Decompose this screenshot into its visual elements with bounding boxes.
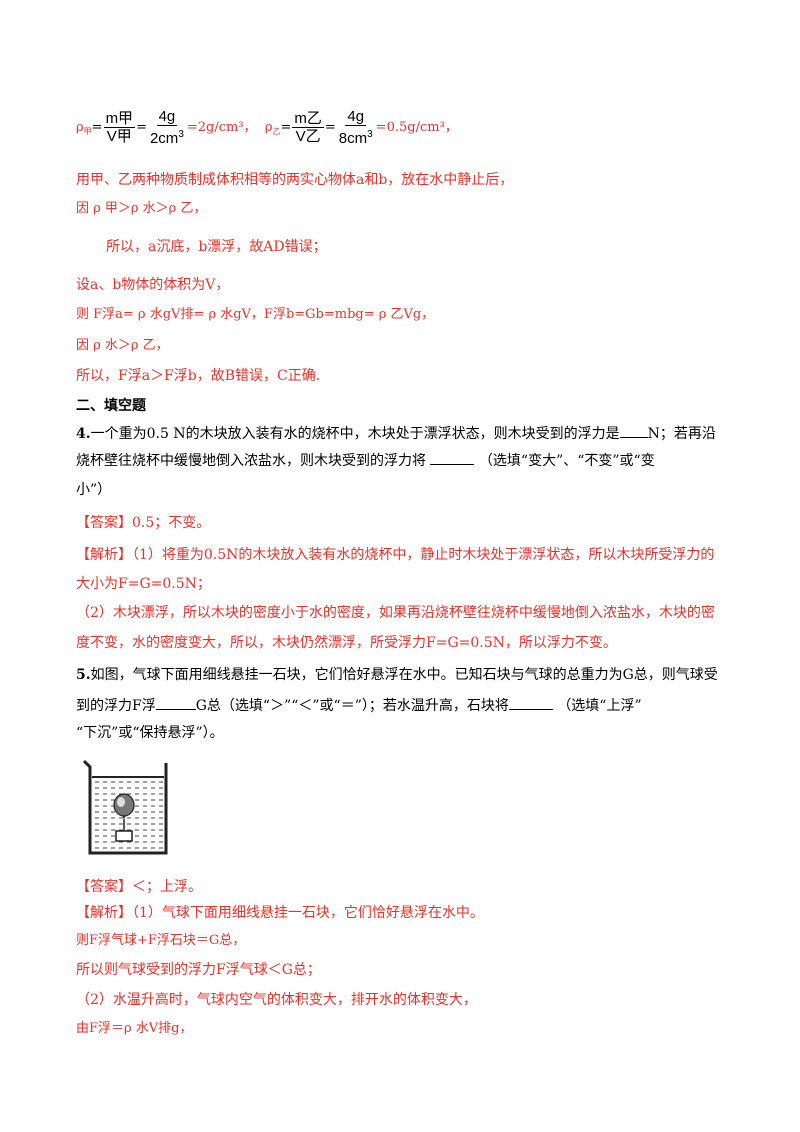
- q5-line-3: “下沉”或“保持悬浮”）。: [76, 725, 224, 741]
- solution-line-1: 用甲、乙两种物质制成体积相等的两实心物体a和b，放在水中静止后，: [76, 172, 514, 188]
- stone-block: [115, 830, 133, 842]
- solution-line-5: 则 F浮a= ρ 水gV排= ρ 水gV，F浮b=Gb=mbg= ρ 乙Vg，: [76, 307, 435, 322]
- solution-line-4: 设a、b物体的体积为V，: [76, 277, 230, 293]
- q4-analysis-3: （2）木块漂浮，所以木块的密度小于水的密度，如果再沿烧杯壁往烧杯中缓慢地倒入浓盐…: [76, 605, 715, 621]
- q4-blank-2: [430, 450, 475, 465]
- q4-answer: 【答案】0.5；不变。: [76, 515, 211, 531]
- q5-analysis-3: 所以则气球受到的浮力F浮气球＜G总；: [76, 962, 321, 978]
- solution-line-6: 因 ρ 水＞ρ 乙，: [76, 338, 169, 353]
- solution-line-3: 所以，a沉底，b漂浮，故AD错误；: [106, 239, 327, 255]
- section-title: 二、填空题: [76, 398, 146, 414]
- q4-blank-1: [619, 423, 648, 438]
- result-a: =2g/cm³，: [186, 120, 257, 135]
- q4-analysis-1: 【解析】（1）将重为0.5N的木块放入装有水的烧杯中，静止时木块处于漂浮状态，所…: [76, 547, 715, 563]
- q4-line-1: 4.一个重为0.5 N的木块放入装有水的烧杯中，木块处于漂浮状态，则木块受到的浮…: [76, 423, 716, 444]
- q5-line-1: 5.如图，气球下面用细线悬挂一石块，它们恰好悬浮在水中。已知石块与气球的总重力为…: [76, 667, 718, 683]
- rho-b: ρ: [264, 120, 273, 135]
- q5-blank-1: [155, 695, 196, 710]
- q4-line-2: 烧杯壁往烧杯中缓慢地倒入浓盐水，则木块受到的浮力将 （选填“变大”、“不变”或“…: [76, 450, 655, 471]
- solution-line-7: 所以，F浮a＞F浮b，故B错误，C正确.: [76, 368, 321, 384]
- q4-line-3: 小”）: [76, 482, 112, 498]
- balloon-icon: [113, 793, 135, 819]
- q5-number: 5.: [76, 667, 91, 683]
- q4-analysis-4: 度不变，水的密度变大，所以，木块仍然漂浮，所受浮力F=G=0.5N，所以浮力不变…: [76, 635, 617, 651]
- q5-analysis-2: 则F浮气球+F浮石块＝G总，: [76, 933, 246, 948]
- beaker-figure: [82, 759, 168, 855]
- solution-line-2: 因 ρ 甲＞ρ 水＞ρ 乙，: [76, 201, 207, 216]
- q5-blank-2: [508, 695, 553, 710]
- result-b: =0.5g/cm³，: [375, 120, 458, 135]
- q4-analysis-2: 大小为F=G=0.5N；: [76, 576, 211, 592]
- q5-answer: 【答案】＜；上浮。: [76, 879, 202, 895]
- q5-analysis-5: 由F浮＝ρ 水V排g，: [76, 1021, 193, 1036]
- rho-a: ρ: [76, 120, 84, 135]
- q5-analysis-4: （2）水温升高时，气球内空气的体积变大，排开水的体积变大，: [76, 992, 477, 1008]
- q5-analysis-1: 【解析】（1）气球下面用细线悬挂一石块，它们恰好悬浮在水中。: [76, 905, 484, 921]
- q4-number: 4.: [76, 426, 91, 442]
